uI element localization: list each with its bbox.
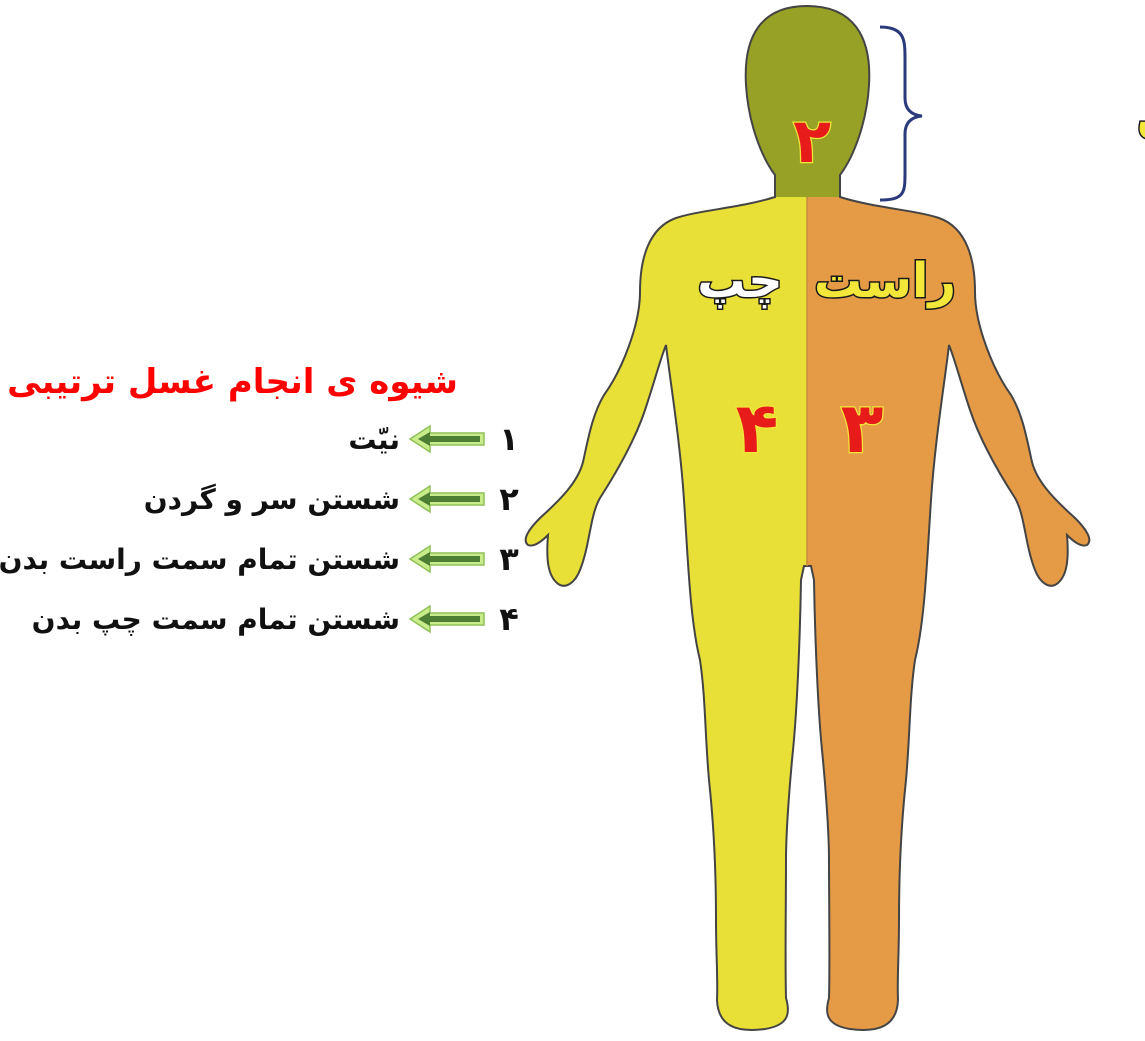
arrow-left-icon [408, 484, 486, 514]
step-number: ۴ [490, 600, 528, 638]
right-number: ۳ [841, 387, 884, 469]
left-number: ۴ [736, 387, 779, 469]
step-number: ۲ [490, 480, 528, 518]
step-row: ۲ شستن سر و گردن [144, 474, 528, 524]
arrow-left-icon [408, 604, 486, 634]
step-text: شستن سر و گردن [144, 483, 400, 516]
step-text: نیّت [348, 423, 400, 456]
head-neck-label: سر و گردن [1137, 91, 1145, 143]
right-label: راست [814, 253, 956, 309]
step-row: ۴ شستن تمام سمت چپ بدن [32, 594, 528, 644]
step-text: شستن تمام سمت راست بدن [0, 543, 400, 576]
step-row: ۱ نیّت [348, 414, 528, 464]
head-brace [880, 27, 922, 200]
step-row: ۳ شستن تمام سمت راست بدن [0, 534, 528, 584]
steps-title: شیوه ی انجام غسل ترتیبی [7, 362, 458, 402]
arrow-left-icon [408, 544, 486, 574]
step-text: شستن تمام سمت چپ بدن [32, 603, 400, 636]
arrow-left-icon [408, 424, 486, 454]
step-number: ۱ [490, 420, 528, 458]
left-label: چپ [697, 253, 782, 309]
head-number: ۲ [793, 104, 831, 177]
step-number: ۳ [490, 540, 528, 578]
